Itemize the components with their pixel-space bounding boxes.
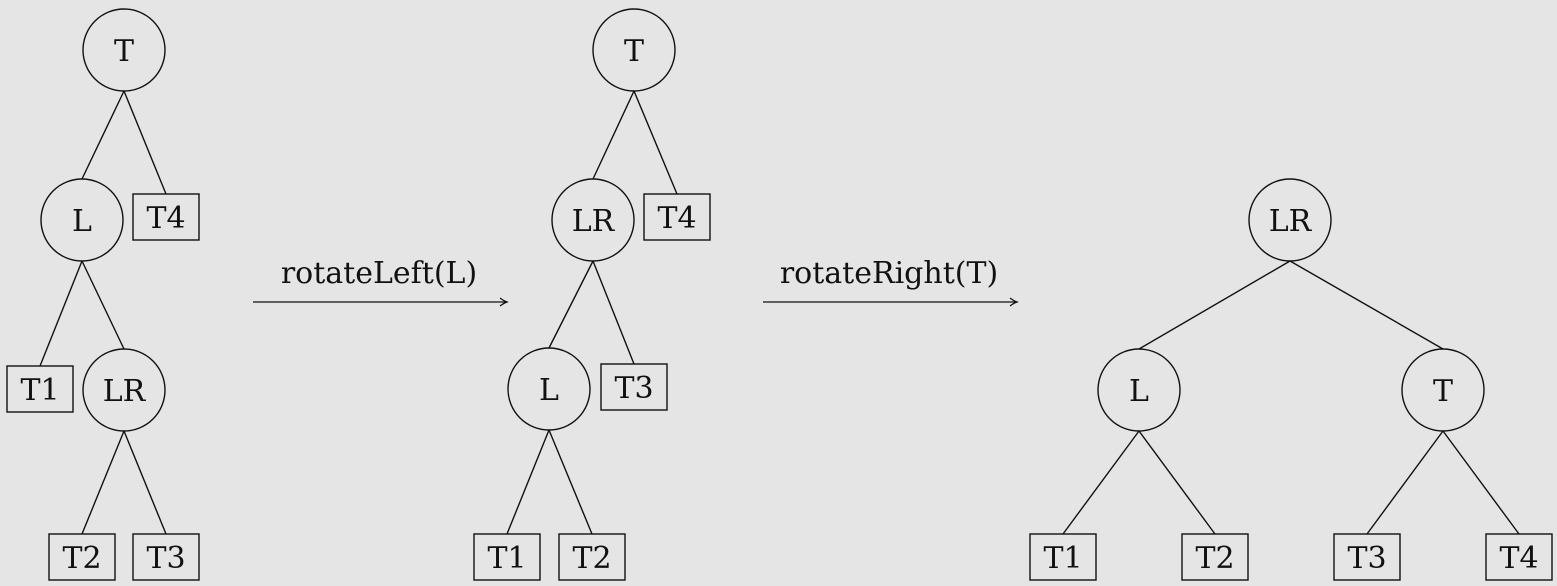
edge-b-T-to-b-LR [592,90,635,180]
subtree-box-b-T4: T4 [643,193,711,241]
edge-b-T-to-b-T4 [633,90,678,195]
node-circle [507,347,591,431]
subtree-rect [6,365,74,413]
subtree-rect [600,363,668,411]
edge-c-LR-to-c-L [1138,260,1291,350]
edge-b-L-to-b-T2 [548,429,593,535]
node-label: L [1129,374,1149,409]
subtree-box-c-T1: T1 [1029,533,1097,581]
arrow-label: rotateRight(T) [780,256,998,291]
subtree-rect [1029,533,1097,581]
subtree-rect [1333,533,1401,581]
node-label: T3 [146,541,185,576]
subtree-rect [48,533,116,581]
edge-c-L-to-c-T2 [1138,430,1216,535]
subtree-rect [132,533,200,581]
node-label: T1 [487,541,526,576]
node-circle [551,178,635,262]
node-circle [1401,348,1485,432]
tree-node-c-L: L [1097,348,1181,432]
subtree-rect [1485,533,1553,581]
node-label: T1 [1043,541,1082,576]
edge-a-LR-to-a-T2 [81,430,125,535]
edge-a-L-to-a-T1 [39,260,83,367]
node-label: T3 [614,371,653,406]
node-label: T [624,34,644,69]
edge-b-L-to-b-T1 [506,429,550,535]
node-circle [40,178,124,262]
node-circle [1248,178,1332,262]
node-circle [82,8,166,92]
node-label: T [114,34,134,69]
node-label: LR [103,374,147,409]
edge-b-LR-to-b-T3 [592,260,635,365]
tree-node-b-L: L [507,347,591,431]
subtree-box-a-T4: T4 [132,193,200,241]
subtree-box-b-T2: T2 [558,533,626,581]
subtree-box-b-T3: T3 [600,363,668,411]
edge-a-T-to-a-T4 [123,90,167,195]
edge-c-T-to-c-T3 [1366,430,1444,535]
tree-node-a-L: L [40,178,124,262]
node-label: LR [572,204,616,239]
node-label: T4 [657,201,696,236]
node-label: LR [1269,204,1313,239]
subtree-box-a-T3: T3 [132,533,200,581]
tree-node-a-T: T [82,8,166,92]
subtree-box-a-T1: T1 [6,365,74,413]
subtree-rect [558,533,626,581]
node-label: L [539,373,559,408]
tree-node-c-T: T [1401,348,1485,432]
subtree-rect [473,533,541,581]
subtree-box-c-T3: T3 [1333,533,1401,581]
subtree-rect [643,193,711,241]
arrow-rotate-left: rotateLeft(L) [253,256,509,307]
subtree-rect [1181,533,1249,581]
subtree-box-a-T2: T2 [48,533,116,581]
edge-c-LR-to-c-T [1289,260,1444,350]
arrow-head-icon [1009,297,1019,307]
arrow-label: rotateLeft(L) [281,256,477,291]
node-label: T3 [1347,541,1386,576]
arrows-layer: rotateLeft(L) rotateRight(T) [253,256,1019,307]
subtree-box-c-T4: T4 [1485,533,1553,581]
tree-node-b-T: T [592,8,676,92]
node-label: T2 [572,541,611,576]
arrow-rotate-right: rotateRight(T) [763,256,1019,307]
tree-node-c-LR: LR [1248,178,1332,262]
node-circle [82,348,166,432]
node-circle [1097,348,1181,432]
tree-node-b-LR: LR [551,178,635,262]
node-label: L [72,204,92,239]
node-label: T2 [1195,541,1234,576]
edges-layer [39,90,1520,535]
edge-a-LR-to-a-T3 [123,430,167,535]
tree-node-a-LR: LR [82,348,166,432]
edge-c-L-to-c-T1 [1062,430,1140,535]
edge-b-LR-to-b-L [548,260,594,349]
subtree-box-c-T2: T2 [1181,533,1249,581]
edge-a-T-to-a-L [81,90,125,180]
node-label: T4 [146,201,185,236]
node-label: T2 [62,541,101,576]
node-circle [592,8,676,92]
node-label: T1 [20,373,59,408]
arrow-head-icon [499,297,509,307]
node-label: T4 [1499,541,1538,576]
node-label: T [1433,374,1453,409]
edge-a-L-to-a-LR [81,260,125,350]
subtree-rect [132,193,200,241]
edge-c-T-to-c-T4 [1442,430,1520,535]
subtree-box-b-T1: T1 [473,533,541,581]
